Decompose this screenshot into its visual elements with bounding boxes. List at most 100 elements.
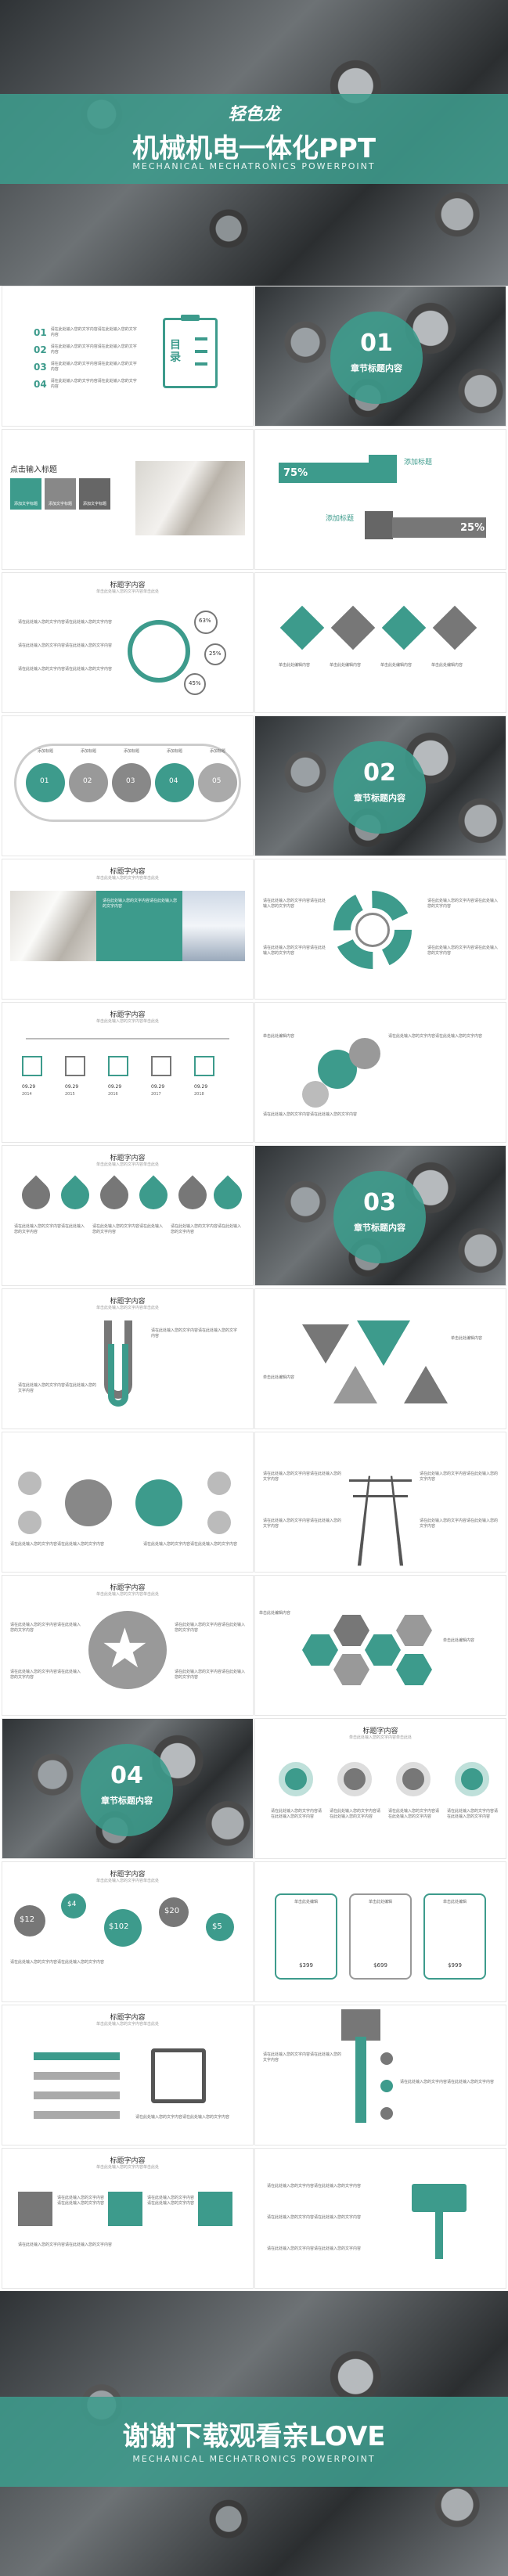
cycle-text-1: 请在此处输入您的文字内容请在此处输入您的文字内容 [10, 1542, 105, 1547]
slide-pricing-cards: 单击此处编辑 单击此处编辑 单击此处编辑 $399 $699 $999 [254, 1861, 506, 2002]
timeline-line [26, 1038, 229, 1039]
star-background-circle [88, 1611, 167, 1689]
slide-leaf-shapes: 标题字内容 单击此处输入您的文字内容单击此处 请在此处输入您的文字内容请在此处输… [2, 1145, 254, 1286]
slide-pills-circles: 01 02 03 04 05 添加标题 添加标题 添加标题 添加标题 添加标题 [2, 715, 254, 856]
year-5: 2018 [194, 1092, 204, 1097]
slide-photo-text: 标题字内容 单击此处输入您的文字内容单击此处 请在此处输入您的文字内容请在此处输… [2, 859, 254, 1000]
triangle-3 [333, 1366, 377, 1403]
row-6: 标题字内容 单击此处输入您的文字内容单击此处 09.29 09.29 09.29… [0, 1002, 508, 1145]
diamond-4 [432, 605, 477, 650]
small-circle-2 [18, 1511, 41, 1534]
funnel-text-2: 请在此处输入您的文字内容请在此处输入您的文字内容 [400, 2080, 495, 2084]
chapter-02-number: 02 [363, 759, 396, 787]
power-tower-icon [357, 1475, 404, 1566]
star-text-2: 请在此处输入您的文字内容请在此处输入您的文字内容 [10, 1670, 81, 1680]
cover-slide: 轻色龙 机械机电一体化PPT MECHANICAL MECHATRONICS P… [0, 0, 508, 286]
slide-title: 标题字内容 [110, 1871, 146, 1879]
slide-star: 标题字内容 单击此处输入您的文字内容单击此处 ★ 请在此处输入您的文字内容请在此… [2, 1575, 254, 1716]
chapter-03-label: 章节标题内容 [354, 1223, 405, 1233]
tab-3: 添加标题 [123, 749, 139, 754]
icon-text-3: 请在此处输入您的文字内容请在此处输入您的文字内容 [388, 1809, 440, 1819]
hexagon-6 [396, 1654, 432, 1685]
center-circle [128, 620, 190, 683]
roller-text-1: 请在此处输入您的文字内容请在此处输入您的文字内容 [267, 2184, 362, 2189]
u-text-1: 请在此处输入您的文字内容请在此处输入您的文字内容 [151, 1328, 238, 1338]
diamond-text-3: 单击此处编辑内容 [380, 663, 413, 668]
square-text-2: 请在此处输入您的文字内容请在此处输入您的文字内容 [147, 2196, 195, 2206]
leaf-2 [55, 1175, 95, 1216]
tab-2: 添加标题 [80, 749, 96, 754]
price-1: $12 [20, 1915, 35, 1924]
business-photo [135, 461, 245, 535]
slide-input-title: 点击输入标题 添加文字标题 添加文字标题 添加文字标题 [2, 429, 254, 570]
circle-4 [155, 763, 194, 802]
slide-price-tags: 标题字内容 单击此处输入您的文字内容单击此处 $12 $4 $102 $20 $… [2, 1861, 254, 2002]
gear-text-4: 请在此处输入您的文字内容请在此处输入您的文字内容 [427, 946, 499, 956]
price-tag-3 [104, 1909, 142, 1947]
hex-text-2: 单击此处编辑内容 [443, 1638, 475, 1643]
date-1: 09.29 [22, 1084, 36, 1090]
slide-square-icons: 标题字内容 单击此处输入您的文字内容单击此处 请在此处输入您的文字内容请在此处输… [2, 2148, 254, 2289]
card-2-title: 单击此处编辑 [368, 1900, 392, 1904]
row-4: 01 02 03 04 05 添加标题 添加标题 添加标题 添加标题 添加标题 … [0, 715, 508, 859]
slide-subtitle: 单击此处输入您的文字内容单击此处 [95, 1306, 159, 1310]
edit-text: 请在此处输入您的文字内容请在此处输入您的文字内容 [135, 2115, 230, 2120]
tile-3-label: 添加文字标题 [82, 502, 106, 506]
row-7: 标题字内容 单击此处输入您的文字内容单击此处 请在此处输入您的文字内容请在此处输… [0, 1145, 508, 1288]
year-4: 2017 [151, 1092, 161, 1097]
price-5: $5 [212, 1922, 222, 1931]
process-circle-2 [349, 1038, 380, 1069]
banner-2 [392, 517, 486, 538]
slide-percent-banners: 75% 添加标题 添加标题 25% [254, 429, 506, 570]
circle-3 [112, 763, 151, 802]
node-3 [380, 2107, 393, 2120]
chapter-01-slide: 01 章节标题内容 [254, 286, 506, 427]
tab-1: 添加标题 [37, 749, 53, 754]
cover-subtitle: MECHANICAL MECHATRONICS POWERPOINT [132, 161, 376, 171]
leaf-text-3: 请在此处输入您的文字内容请在此处输入您的文字内容 [171, 1224, 242, 1234]
chapter-03-number: 03 [363, 1189, 396, 1216]
year-1: 2014 [22, 1092, 32, 1097]
row-1: 01 请在此处输入您的文字内容请在此处输入您的文字内容 02 请在此处输入您的文… [0, 286, 508, 429]
hexagon-4 [396, 1615, 432, 1646]
tower-arm-1 [349, 1479, 412, 1482]
slide-subtitle: 单击此处输入您的文字内容单击此处 [95, 1162, 159, 1167]
price-tag-1 [14, 1905, 45, 1937]
icon-text-4: 请在此处输入您的文字内容请在此处输入您的文字内容 [447, 1809, 499, 1819]
tower-text-3: 请在此处输入您的文字内容请在此处输入您的文字内容 [420, 1472, 499, 1482]
slide-edit-bars: 标题字内容 单击此处输入您的文字内容单击此处 请在此处输入您的文字内容请在此处输… [2, 2005, 254, 2145]
hexagon-1 [302, 1634, 338, 1666]
row-8: 标题字内容 单击此处输入您的文字内容单击此处 请在此处输入您的文字内容请在此处输… [0, 1288, 508, 1432]
chart-icon [365, 511, 393, 539]
chapter-03-circle [333, 1171, 426, 1263]
chapter-02-label: 章节标题内容 [354, 793, 405, 803]
square-text-1: 请在此处输入您的文字内容请在此处输入您的文字内容 [57, 2196, 105, 2206]
box-4 [151, 1056, 171, 1076]
slide-title: 标题字内容 [110, 1584, 146, 1592]
circle-5 [198, 763, 237, 802]
hex-text-1: 单击此处编辑内容 [259, 1611, 291, 1616]
row-5: 标题字内容 单击此处输入您的文字内容单击此处 请在此处输入您的文字内容请在此处输… [0, 859, 508, 1002]
ending-title: 谢谢下载观看亲LOVE [122, 2421, 386, 2452]
row-14: 标题字内容 单击此处输入您的文字内容单击此处 请在此处输入您的文字内容请在此处输… [0, 2148, 508, 2291]
pct-1: 63% [199, 618, 211, 624]
diamond-3 [381, 605, 427, 650]
leaf-6 [207, 1175, 248, 1216]
leaf-1 [16, 1175, 56, 1216]
tower-text-2: 请在此处输入您的文字内容请在此处输入您的文字内容 [263, 1519, 342, 1529]
slide-title: 标题字内容 [110, 2157, 146, 2165]
slide-subtitle: 单击此处输入您的文字内容单击此处 [95, 1019, 159, 1024]
row-11: 04 章节标题内容 标题字内容 单击此处输入您的文字内容单击此处 请在此处输入您… [0, 1718, 508, 1861]
year-2: 2015 [65, 1092, 75, 1097]
cycle-circle-1 [65, 1479, 112, 1526]
pct-circle-2 [204, 643, 226, 665]
box-5 [194, 1056, 214, 1076]
roller-handle [435, 2212, 443, 2259]
process-circle-3 [302, 1081, 329, 1108]
small-circle-4 [207, 1511, 231, 1534]
slide-title: 标题字内容 [110, 1011, 146, 1019]
body-3: 请在此处输入您的文字内容请在此处输入您的文字内容 [18, 667, 113, 672]
funnel-top [341, 2009, 380, 2041]
date-2: 09.29 [65, 1084, 79, 1090]
toc-item-4: 04 请在此处输入您的文字内容请在此处输入您的文字内容 [34, 378, 137, 391]
